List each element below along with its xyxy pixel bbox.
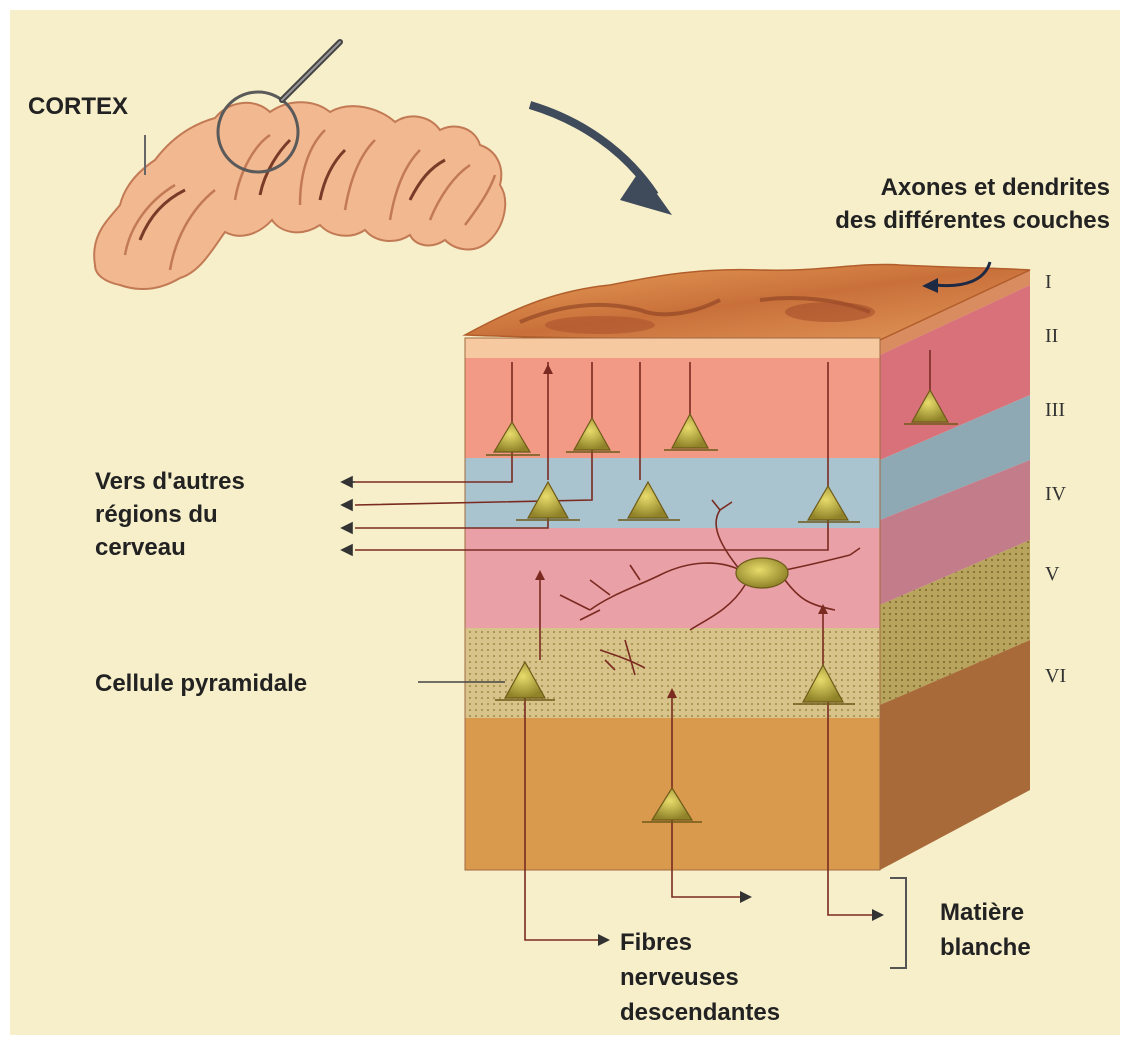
label-fibres-line2: nerveuses xyxy=(620,964,739,991)
layer-label-I: I xyxy=(1045,271,1052,293)
layer-II-III-front xyxy=(465,358,880,458)
label-cortex: CORTEX xyxy=(28,93,128,120)
label-vers-line3: cerveau xyxy=(95,534,186,561)
label-matiere-line2: blanche xyxy=(940,934,1031,961)
label-fibres-line1: Fibres xyxy=(620,929,692,956)
layer-label-III: III xyxy=(1045,399,1065,421)
layer-label-V: V xyxy=(1045,563,1060,585)
label-axones-line2: des différentes couches xyxy=(835,207,1110,234)
white-matter-bracket xyxy=(890,878,906,968)
label-vers-line2: régions du xyxy=(95,501,218,528)
layer-label-VI: VI xyxy=(1045,665,1066,687)
layer-V-front xyxy=(465,528,880,628)
label-cellule-pyramidale: Cellule pyramidale xyxy=(95,670,307,697)
label-fibres-line3: descendantes xyxy=(620,999,780,1026)
cortex-fold-illustration xyxy=(94,102,505,289)
layer-label-II: II xyxy=(1045,325,1058,347)
layer-label-IV: IV xyxy=(1045,483,1067,505)
label-matiere-line1: Matière xyxy=(940,899,1024,926)
label-vers-line1: Vers d'autres xyxy=(95,468,245,495)
label-axones-line1: Axones et dendrites xyxy=(881,174,1110,201)
efferent-arrows xyxy=(342,477,355,555)
zoom-arrow-icon xyxy=(530,105,672,215)
layer-I-front xyxy=(465,338,880,358)
